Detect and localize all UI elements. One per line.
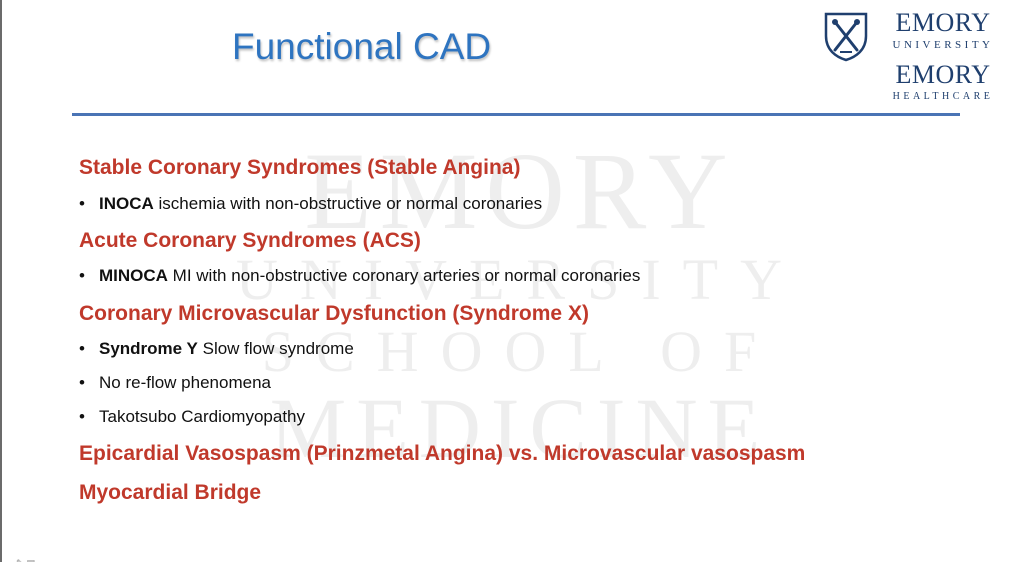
logo-emory-university: EMORY — [895, 8, 991, 37]
bullet-term: Syndrome Y — [99, 339, 198, 358]
bullet-text: Takotsubo Cardiomyopathy — [99, 407, 306, 426]
bullet-glyph: • — [79, 266, 85, 285]
bullet-glyph: • — [79, 407, 85, 426]
bullet-text: ischemia with non-obstructive or normal … — [153, 194, 543, 213]
pen-icon[interactable]: ✎ — [16, 559, 24, 562]
back-arrow-icon[interactable]: ← — [4, 559, 13, 562]
emory-logo: EMORY UNIVERSITY EMORY HEALTHCARE — [822, 8, 1004, 108]
bullet-item: • No re-flow phenomena — [79, 373, 271, 393]
bullet-glyph: • — [79, 339, 85, 358]
bullet-term: MINOCA — [99, 266, 168, 285]
bullet-glyph: • — [79, 194, 85, 213]
section-heading: Epicardial Vasospasm (Prinzmetal Angina)… — [79, 442, 806, 465]
window-edge — [0, 0, 2, 562]
bullet-item: • Takotsubo Cardiomyopathy — [79, 407, 305, 427]
section-heading: Myocardial Bridge — [79, 481, 262, 504]
bullet-text: Slow flow syndrome — [197, 339, 354, 358]
slide-title: Functional CAD — [232, 26, 492, 67]
bullet-item: • MINOCA MI with non-obstructive coronary… — [79, 266, 640, 286]
bullet-item: • INOCA ischemia with non-obstructive or … — [79, 194, 542, 214]
bullet-glyph: • — [79, 373, 85, 392]
logo-healthcare-label: HEALTHCARE — [892, 91, 994, 102]
slide-nav-toolbar: ←✎▤→ — [4, 553, 94, 562]
slides-icon[interactable]: ▤ — [27, 559, 36, 562]
logo-university-label: UNIVERSITY — [892, 39, 994, 51]
section-heading: Coronary Microvascular Dysfunction (Synd… — [79, 302, 589, 325]
bullet-text: No re-flow phenomena — [99, 373, 271, 392]
bullet-term: INOCA — [99, 194, 154, 213]
logo-emory-healthcare: EMORY — [895, 60, 991, 89]
bullet-item: • Syndrome Y Slow flow syndrome — [79, 339, 354, 359]
title-divider — [72, 113, 960, 116]
bullet-text: MI with non-obstructive coronary arterie… — [167, 266, 641, 285]
section-heading: Acute Coronary Syndromes (ACS) — [79, 229, 421, 252]
forward-arrow-icon[interactable]: → — [38, 559, 47, 562]
shield-icon — [824, 12, 868, 62]
section-heading: Stable Coronary Syndromes (Stable Angina… — [79, 156, 521, 179]
